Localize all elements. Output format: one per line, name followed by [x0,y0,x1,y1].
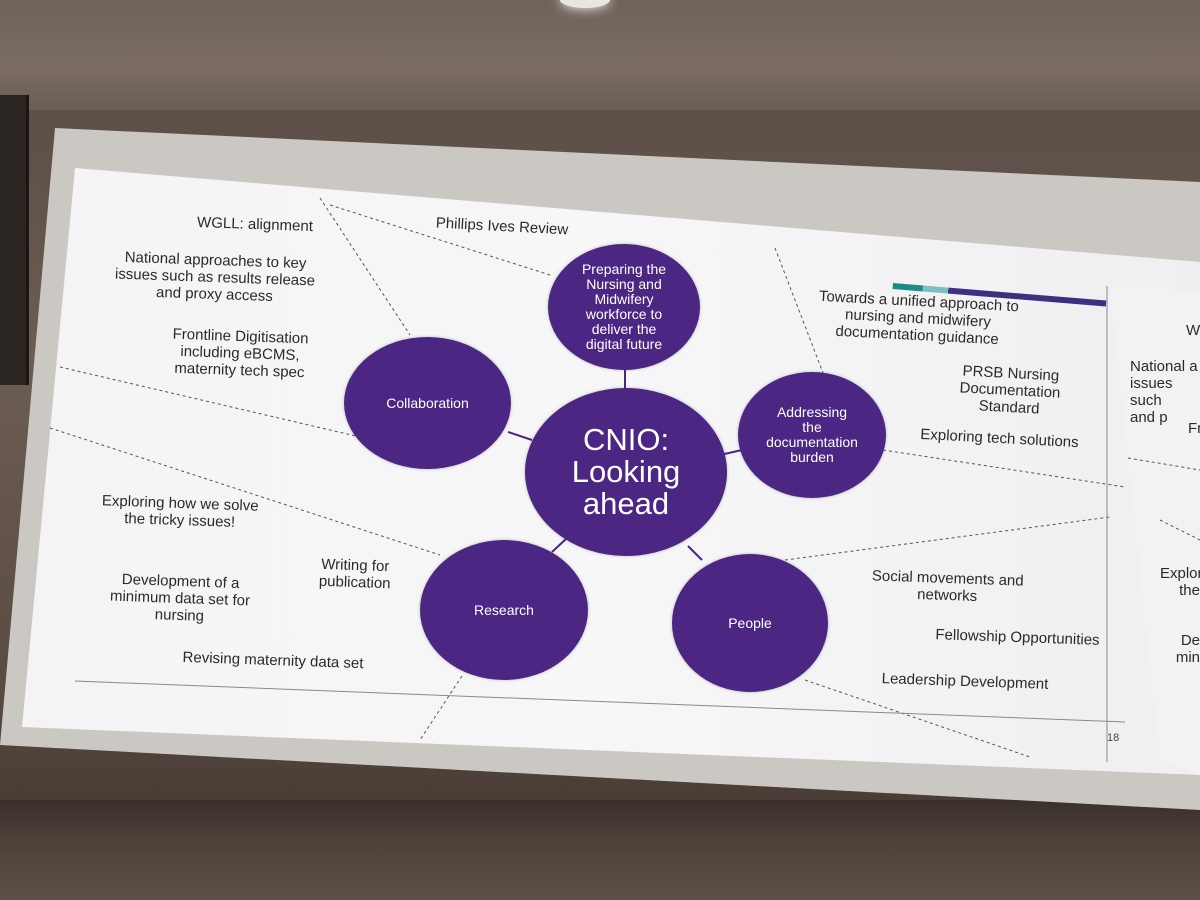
text-prsb: PRSB Nursing Documentation Standard [959,362,1061,418]
ceiling-light [560,0,610,8]
spoke-left [507,431,533,441]
text-national: National approaches to key issues such a… [114,248,316,306]
wall-frame [0,95,29,385]
dashed-line-tech [882,449,1126,488]
dashed-line-unified [774,247,826,379]
next-fragment-3: Fr [1188,420,1200,437]
next-fragment-4: Explor the [1160,565,1200,599]
node-people-label: People [728,614,772,631]
dashed-line-next-1 [1127,457,1200,471]
bottom-trim [0,800,1200,900]
node-research-label: Research [474,601,534,618]
dashed-line-exploring [49,427,441,556]
footer-rule [74,680,1126,723]
dashed-line-revising [419,675,463,741]
dashed-line-social [784,516,1111,561]
node-workforce-label: Preparing the Nursing and Midwifery work… [581,261,667,352]
node-documentation: Addressing the documentation burden [738,372,886,498]
dashed-line-next-2 [1159,519,1200,541]
dashed-line-leadership [804,679,1031,758]
next-fragment-2: National a issues such and p [1130,358,1198,426]
node-workforce: Preparing the Nursing and Midwifery work… [548,244,700,370]
node-collaboration-label: Collaboration [386,394,469,411]
text-frontline: Frontline Digitisation including eBCMS, … [172,325,309,382]
next-fragment-1: W [1186,322,1200,339]
next-fragment-5: De min [1175,632,1200,666]
text-social: Social movements and networks [871,567,1024,606]
node-center-label: CNIO: Looking ahead [571,422,681,521]
node-people: People [672,554,828,692]
node-documentation-label: Addressing the documentation burden [766,404,858,465]
spoke-bottom-right [687,545,703,561]
text-minimum: Development of a minimum data set for nu… [109,570,251,625]
node-research: Research [420,540,588,680]
node-collaboration: Collaboration [344,337,511,469]
slide-number: 18 [1107,732,1120,744]
text-writing: Writing for publication [318,555,391,593]
dashed-line-phillips [329,204,551,276]
node-center: CNIO: Looking ahead [525,388,727,556]
ceiling [0,0,1200,110]
spoke-bottom-left [551,537,568,553]
